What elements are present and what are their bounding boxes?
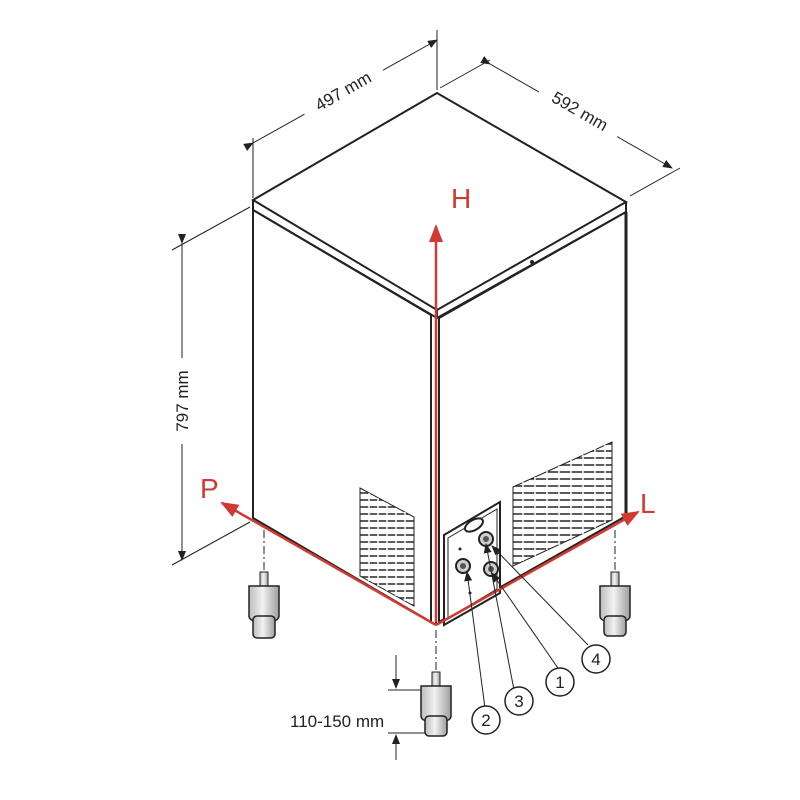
callout-1-label: 1 [555,673,564,692]
callout-2-label: 2 [481,711,490,730]
dim-feet-label: 110-150 mm [290,712,384,731]
axis-label-h: H [451,183,471,214]
foot-left [248,530,280,639]
connection-panel [443,500,501,627]
axis-label-l: L [640,488,656,519]
dim-height-label: 797 mm [173,370,192,431]
axis-arrows [220,224,640,627]
foot-center [420,630,452,737]
l-axis-arrow [435,510,640,627]
axis-label-p: P [200,473,219,504]
callout-4-label: 4 [591,650,600,669]
port-4-fitting [463,517,485,533]
callout-3: 3 [504,686,534,716]
p-axis-arrow [220,501,437,627]
left-vent [359,487,415,607]
callout-leaders [464,543,589,709]
callout-1: 1 [545,667,575,697]
cabinet [251,91,629,625]
feet [248,530,631,737]
callout-2: 2 [471,705,501,735]
callout-4: 4 [581,644,611,674]
callout-3-label: 3 [514,692,523,711]
right-vent [512,441,613,567]
foot-right [599,530,631,637]
